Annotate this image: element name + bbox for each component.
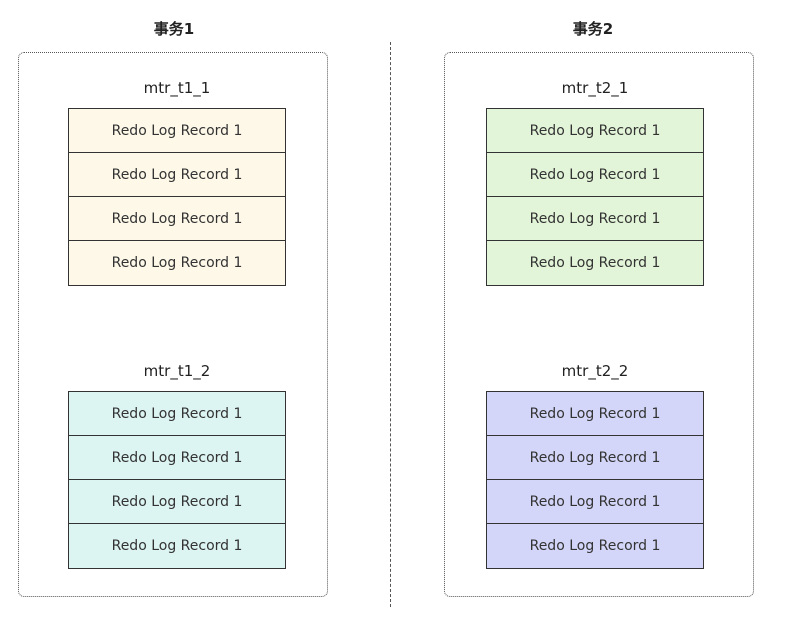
mtr-label: mtr_t1_1 [143,79,211,97]
redo-log-record: Redo Log Record 1 [111,538,243,554]
redo-record-list: Redo Log Record 1 Redo Log Record 1 Redo… [68,108,286,286]
redo-log-record: Redo Log Record 1 [69,392,285,436]
redo-log-record: Redo Log Record 1 [69,153,285,197]
redo-log-record: Redo Log Record 1 [69,480,285,524]
redo-record-list: Redo Log Record 1 Redo Log Record 1 Redo… [486,108,704,286]
mtr-t2-2: mtr_t2_2 Redo Log Record 1 Redo Log Reco… [486,359,704,569]
redo-log-record: Redo Log Record 1 [487,197,703,241]
mtr-t1-2: mtr_t1_2 Redo Log Record 1 Redo Log Reco… [68,359,286,569]
redo-log-record: Redo Log Record 1 [69,436,285,480]
redo-log-record: Redo Log Record 1 [487,109,703,153]
redo-log-record: Redo Log Record 1 [111,255,243,271]
mtr-label: mtr_t1_2 [143,362,211,380]
redo-record-list: Redo Log Record 1 Redo Log Record 1 Redo… [68,391,286,569]
transaction-1-frame [18,52,328,597]
transaction-2-title: 事务2 [572,20,614,38]
mtr-label: mtr_t2_1 [561,79,629,97]
mtr-t1-1: mtr_t1_1 Redo Log Record 1 Redo Log Reco… [68,76,286,286]
redo-record-list: Redo Log Record 1 Redo Log Record 1 Redo… [486,391,704,569]
redo-log-record: Redo Log Record 1 [69,197,285,241]
redo-log-record: Redo Log Record 1 [487,436,703,480]
transaction-1-title: 事务1 [153,20,195,38]
redo-log-record: Redo Log Record 1 [529,255,661,271]
mtr-label: mtr_t2_2 [561,362,629,380]
redo-log-record: Redo Log Record 1 [487,392,703,436]
redo-log-record: Redo Log Record 1 [487,153,703,197]
mtr-t2-1: mtr_t2_1 Redo Log Record 1 Redo Log Reco… [486,76,704,286]
transaction-2-frame [444,52,754,597]
transaction-divider [390,42,391,607]
redo-log-record: Redo Log Record 1 [487,480,703,524]
redo-log-record: Redo Log Record 1 [69,109,285,153]
redo-log-record: Redo Log Record 1 [529,538,661,554]
